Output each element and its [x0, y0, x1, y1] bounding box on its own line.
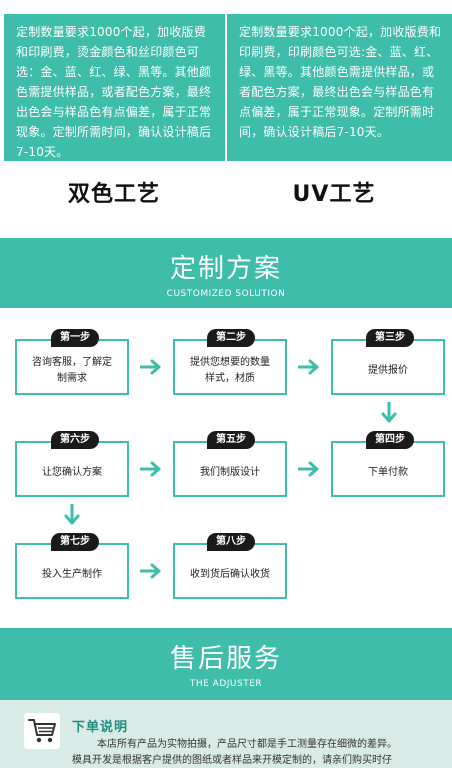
double-color-title: 双色工艺	[67, 182, 160, 207]
arrow-down-icon	[64, 504, 80, 525]
step-4-text: 下单付款	[368, 467, 408, 478]
uv-info-box: 定制数量要求1000个起，加收版费和印刷费，印刷颜色可选:金、蓝、红、绿、黑等。…	[227, 14, 452, 161]
step-7-badge: 第七步	[51, 533, 99, 551]
uv-title: UV工艺	[292, 182, 376, 207]
double-color-info-box: 定制数量要求1000个起，加收版费和印刷费，烫金颜色和丝印颜色可选：金、蓝、红、…	[4, 14, 225, 161]
step-8-text: 收到货后确认收货	[190, 569, 270, 580]
step-4-box: 下单付款	[331, 441, 445, 497]
after-sales-title: 售后服务	[169, 644, 282, 674]
order-notes-line-1: 本店所有产品为实物拍摄，产品尺寸都是手工测量存在细微的差异。	[97, 739, 397, 750]
custom-solution-subtitle: CUSTOMIZED SOLUTION	[166, 289, 286, 299]
arrow-right-icon	[140, 461, 161, 477]
after-sales-subtitle: THE ADJUSTER	[189, 679, 263, 689]
order-notes-line-2: 模具开发是根据客户提供的图纸或者样品来开模定制的，请亲们购买时仔	[72, 755, 392, 766]
step-3-box: 提供报价	[331, 339, 445, 395]
step-2-text: 提供您想要的数量样式，材质	[190, 357, 270, 384]
cart-icon	[24, 713, 60, 749]
step-8-box: 收到货后确认收货	[173, 543, 287, 599]
step-6-badge: 第六步	[51, 431, 99, 449]
step-2-box: 提供您想要的数量样式，材质	[173, 339, 287, 395]
after-sales-banner: 售后服务 THE ADJUSTER	[0, 628, 452, 700]
order-notes-title: 下单说明	[72, 720, 129, 735]
step-3-badge: 第三步	[366, 329, 414, 347]
step-5-badge: 第五步	[207, 431, 255, 449]
step-7-box: 投入生产制作	[15, 543, 129, 599]
arrow-right-icon	[298, 461, 319, 477]
step-1-text: 咨询客服，了解定制需求	[32, 357, 112, 384]
step-4-badge: 第四步	[366, 431, 414, 449]
uv-description: 定制数量要求1000个起，加收版费和印刷费，印刷颜色可选:金、蓝、红、绿、黑等。…	[239, 25, 442, 139]
step-8-badge: 第八步	[207, 533, 255, 551]
step-7-text: 投入生产制作	[42, 569, 102, 580]
order-notes-area	[0, 700, 452, 768]
custom-solution-banner: 定制方案 CUSTOMIZED SOLUTION	[0, 238, 452, 308]
arrow-right-icon	[140, 359, 161, 375]
double-color-description: 定制数量要求1000个起，加收版费和印刷费，烫金颜色和丝印颜色可选：金、蓝、红、…	[16, 25, 212, 159]
step-5-box: 我们制版设计	[173, 441, 287, 497]
step-6-text: 让您确认方案	[42, 467, 102, 478]
step-3-text: 提供报价	[368, 365, 408, 376]
arrow-down-icon	[381, 402, 397, 423]
custom-solution-title: 定制方案	[169, 254, 282, 284]
step-5-text: 我们制版设计	[200, 467, 260, 478]
step-1-box: 咨询客服，了解定制需求	[15, 339, 129, 395]
step-2-badge: 第二步	[207, 329, 255, 347]
step-1-badge: 第一步	[51, 329, 99, 347]
arrow-right-icon	[298, 359, 319, 375]
step-6-box: 让您确认方案	[15, 441, 129, 497]
arrow-right-icon	[140, 563, 161, 579]
